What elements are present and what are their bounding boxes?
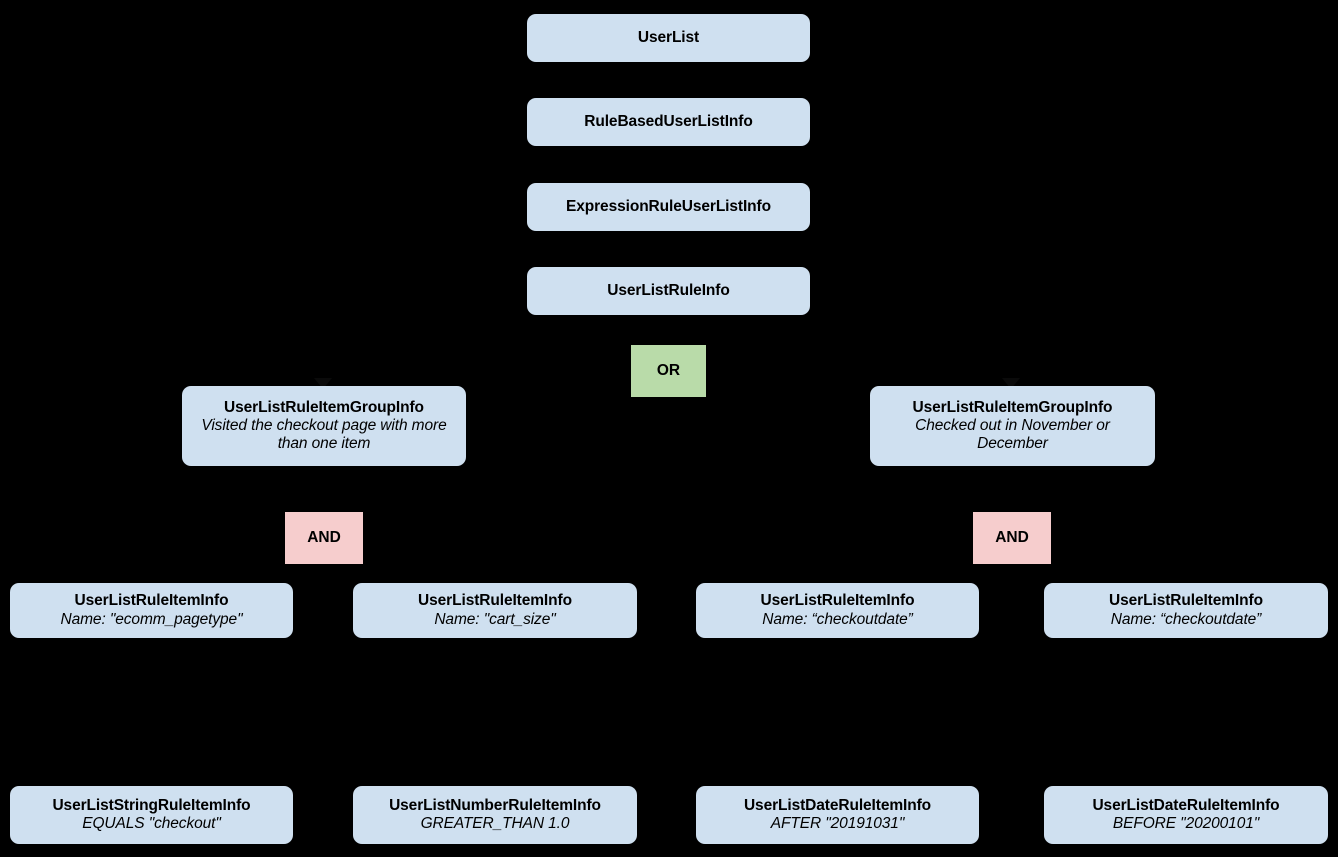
node-rule-item-group-right-title: UserListRuleItemGroupInfo <box>912 398 1113 416</box>
edge-left-group-to-and <box>322 466 325 512</box>
operator-and-right[interactable]: AND <box>973 512 1051 564</box>
operator-or-label: OR <box>656 362 681 379</box>
edge-rulebased-to-expression <box>667 146 670 183</box>
edge-right-group-to-and <box>1010 466 1013 512</box>
node-number-rule-item[interactable]: UserListNumberRuleItemInfo GREATER_THAN … <box>353 786 637 844</box>
node-date-rule-item-before-title: UserListDateRuleItemInfo <box>1092 796 1280 814</box>
node-rule-item-group-right[interactable]: UserListRuleItemGroupInfo Checked out in… <box>870 386 1155 466</box>
node-userlistruleinfo-title: UserListRuleInfo <box>607 281 730 299</box>
node-rule-item-ecomm-pagetype[interactable]: UserListRuleItemInfo Name: "ecomm_pagety… <box>10 583 293 638</box>
edge-expression-to-rulinfo <box>667 231 670 268</box>
node-date-rule-item-before[interactable]: UserListDateRuleItemInfo BEFORE "2020010… <box>1044 786 1328 844</box>
node-string-rule-item[interactable]: UserListStringRuleItemInfo EQUALS "check… <box>10 786 293 844</box>
node-rule-item-cart-size[interactable]: UserListRuleItemInfo Name: "cart_size" <box>353 583 637 638</box>
edge-item-to-leaf-2 <box>494 638 497 786</box>
node-userlistruleinfo[interactable]: UserListRuleInfo <box>527 267 810 315</box>
node-expressionruleuserlistinfo[interactable]: ExpressionRuleUserListInfo <box>527 183 810 231</box>
node-date-rule-item-after-title: UserListDateRuleItemInfo <box>743 796 932 814</box>
node-rule-item-cart-size-detail: Name: "cart_size" <box>434 610 556 628</box>
node-date-rule-item-before-detail: BEFORE "20200101" <box>1112 815 1260 832</box>
node-rule-item-cart-size-title: UserListRuleItemInfo <box>418 592 572 610</box>
operator-and-left[interactable]: AND <box>285 512 363 564</box>
node-rule-item-checkoutdate-after-detail: Name: “checkoutdate” <box>762 610 913 628</box>
edge-or-to-left-group-horizontal <box>323 369 633 372</box>
node-rule-item-ecomm-pagetype-title: UserListRuleItemInfo <box>74 592 229 610</box>
node-rule-item-group-right-description: Checked out in November or December <box>915 416 1110 453</box>
node-date-rule-item-after[interactable]: UserListDateRuleItemInfo AFTER "20191031… <box>696 786 979 844</box>
operator-or[interactable]: OR <box>631 345 706 397</box>
node-rule-item-group-left-description: Visited the checkout page with more than… <box>201 416 447 453</box>
node-rule-item-checkoutdate-after[interactable]: UserListRuleItemInfo Name: “checkoutdate… <box>696 583 979 638</box>
node-number-rule-item-detail: GREATER_THAN 1.0 <box>420 815 570 832</box>
node-rule-item-group-left-title: UserListRuleItemGroupInfo <box>224 398 424 416</box>
edge-arrow-left-group <box>314 378 332 389</box>
edge-arrow-right-group <box>1002 378 1020 389</box>
edge-and-right-drop-2 <box>1184 570 1187 584</box>
node-number-rule-item-title: UserListNumberRuleItemInfo <box>389 796 601 814</box>
edge-and-right-stem <box>1010 563 1013 572</box>
operator-and-left-label: AND <box>307 529 341 546</box>
node-date-rule-item-after-detail: AFTER "20191031" <box>770 815 905 832</box>
edge-userlist-to-rulebased <box>667 62 670 99</box>
edge-item-to-leaf-3 <box>836 638 839 786</box>
edge-and-right-drop-1 <box>836 570 839 584</box>
node-string-rule-item-detail: EQUALS "checkout" <box>82 815 221 832</box>
node-userlist-title: UserList <box>637 28 700 46</box>
edge-or-to-right-group-horizontal <box>705 369 1012 372</box>
node-rule-item-ecomm-pagetype-detail: Name: "ecomm_pagetype" <box>60 610 243 628</box>
node-rulebaseduserlistinfo[interactable]: RuleBasedUserListInfo <box>527 98 810 146</box>
edge-ruleinfo-to-or <box>667 315 670 346</box>
node-rule-item-checkoutdate-before-detail: Name: “checkoutdate” <box>1110 610 1262 628</box>
node-rule-item-checkoutdate-after-title: UserListRuleItemInfo <box>760 592 915 610</box>
node-rule-item-checkoutdate-before-title: UserListRuleItemInfo <box>1109 592 1263 610</box>
node-string-rule-item-title: UserListStringRuleItemInfo <box>52 796 251 814</box>
edge-item-to-leaf-4 <box>1184 638 1187 786</box>
node-rule-item-checkoutdate-before[interactable]: UserListRuleItemInfo Name: “checkoutdate… <box>1044 583 1328 638</box>
node-expressionruleuserlistinfo-title: ExpressionRuleUserListInfo <box>566 197 771 215</box>
edge-and-left-drop-1 <box>150 570 153 584</box>
edge-item-to-leaf-1 <box>150 638 153 786</box>
edge-and-left-drop-2 <box>494 570 497 584</box>
node-userlist[interactable]: UserList <box>527 14 810 62</box>
node-rulebaseduserlistinfo-title: RuleBasedUserListInfo <box>584 112 753 130</box>
node-rule-item-group-left[interactable]: UserListRuleItemGroupInfo Visited the ch… <box>182 386 466 466</box>
operator-and-right-label: AND <box>995 529 1029 546</box>
edge-and-left-stem <box>322 563 325 572</box>
